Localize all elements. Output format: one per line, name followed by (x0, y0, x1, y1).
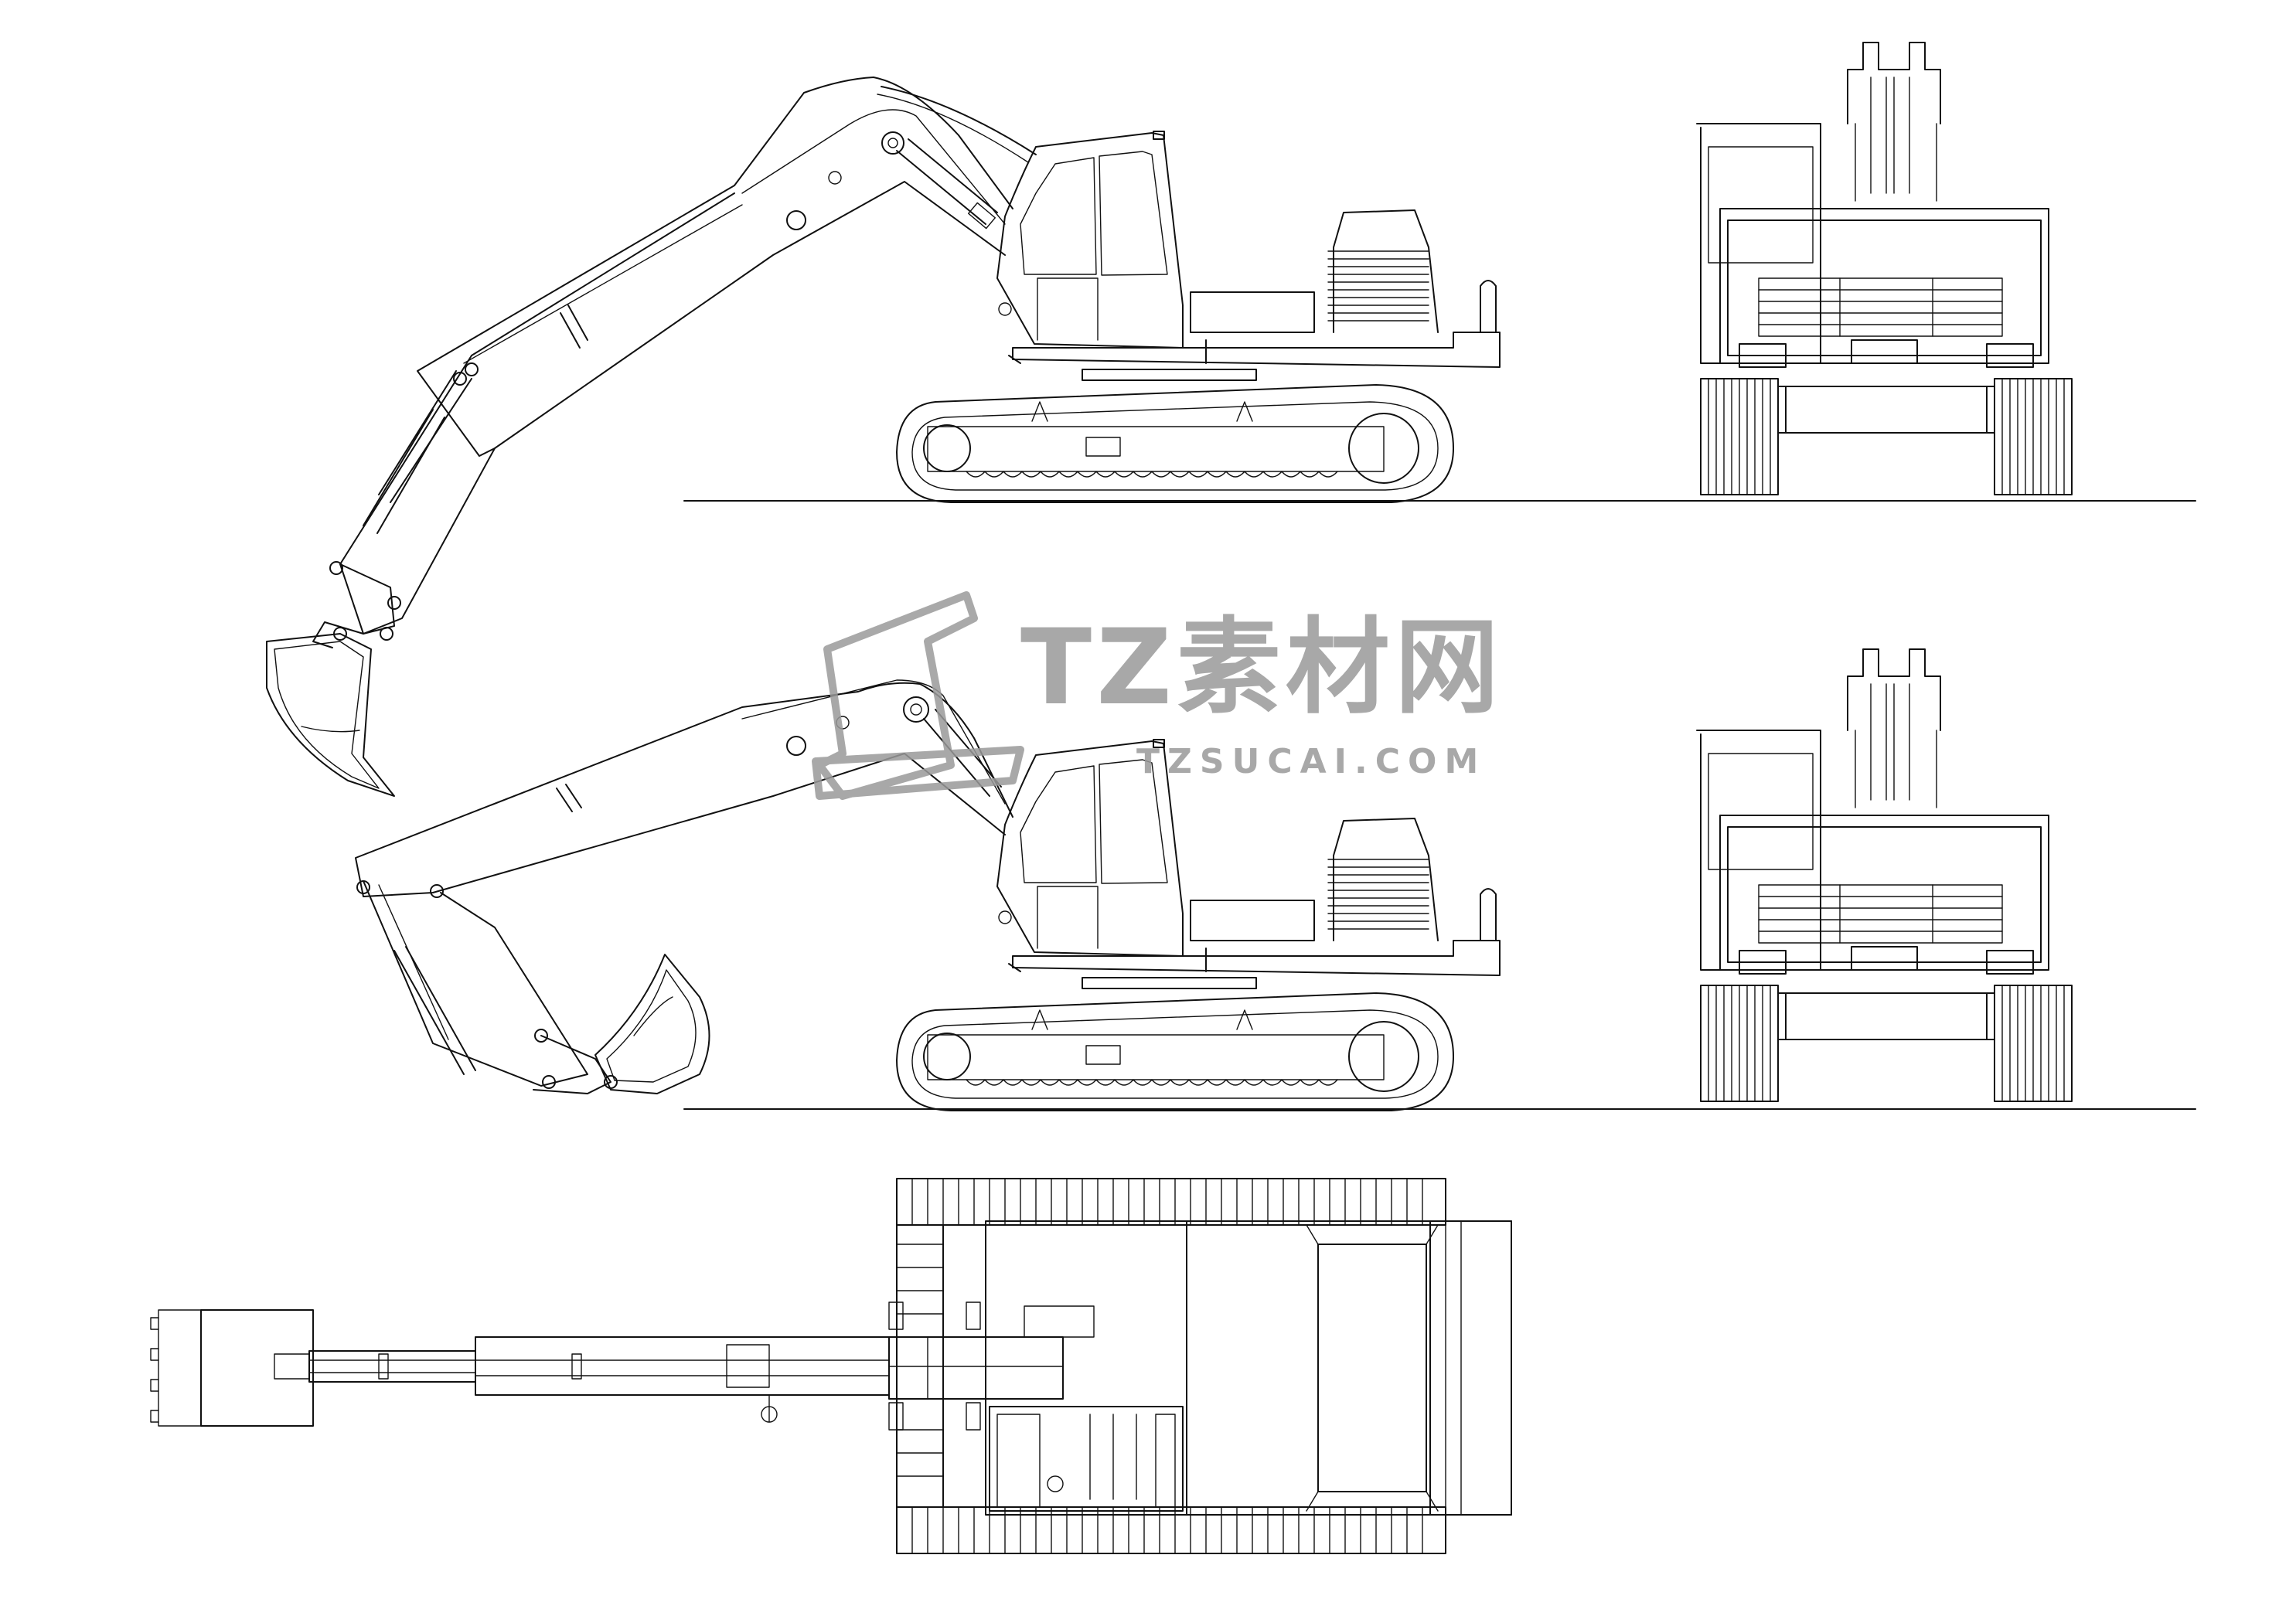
top-view (150, 1178, 1512, 1554)
front-view-upper (1696, 42, 2073, 495)
side-view-arm-raised (266, 77, 2196, 797)
front-view-lower (1696, 648, 2073, 1102)
watermark-logo-icon (812, 591, 1024, 800)
watermark-url-text: TZSUCAI.COM (1136, 742, 1486, 781)
watermark-brand-text: TZ素材网 (1020, 607, 1504, 728)
watermark: TZ素材网 TZSUCAI.COM (812, 591, 1504, 800)
side-view-arm-lowered (355, 679, 2196, 1111)
